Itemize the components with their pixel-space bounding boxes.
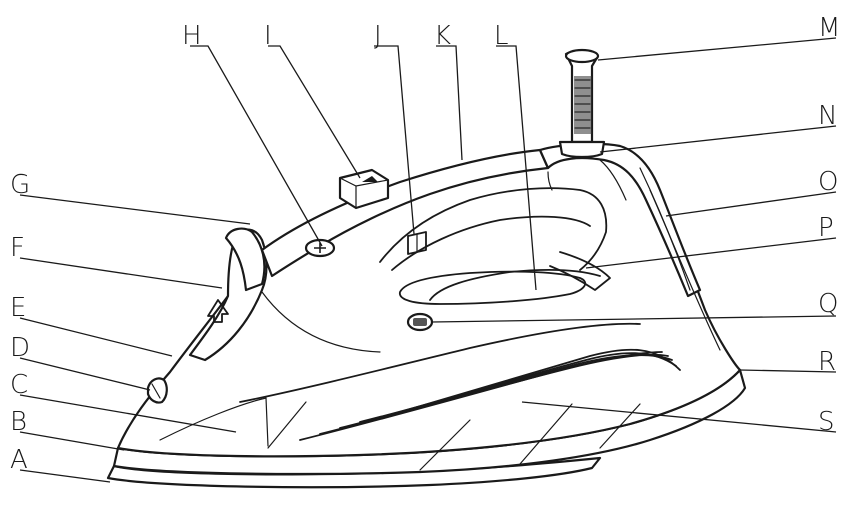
label-a: A: [10, 445, 28, 475]
label-i: I: [264, 21, 272, 51]
leader-lines: [19, 37, 837, 483]
label-o: O: [818, 167, 838, 197]
water-inlet-cover: [224, 227, 266, 292]
label-q: Q: [818, 289, 838, 319]
heel: [538, 142, 702, 298]
label-k: K: [434, 21, 451, 51]
label-n: N: [818, 101, 837, 131]
anti-calc-rod: [558, 48, 606, 159]
water-window: [399, 270, 587, 305]
iron-body: [106, 48, 747, 489]
label-c: C: [10, 370, 28, 400]
label-g: G: [10, 170, 30, 200]
label-b: B: [10, 407, 27, 437]
labels: A B C D E F G H I J K L M N O P Q R S: [10, 13, 840, 475]
label-m: M: [818, 13, 840, 43]
label-h: H: [182, 21, 202, 51]
self-clean-button: [406, 312, 434, 332]
label-f: F: [10, 233, 25, 263]
steam-control: [407, 231, 427, 255]
label-s: S: [818, 407, 835, 437]
label-j: J: [374, 21, 382, 51]
label-r: R: [818, 347, 836, 377]
spray-button: [304, 238, 336, 258]
label-l: L: [494, 21, 509, 51]
label-p: P: [818, 213, 834, 243]
label-e: E: [10, 293, 26, 323]
label-d: D: [10, 333, 30, 363]
spray-nozzle: [146, 377, 168, 404]
steam-burst-button: [338, 168, 390, 210]
